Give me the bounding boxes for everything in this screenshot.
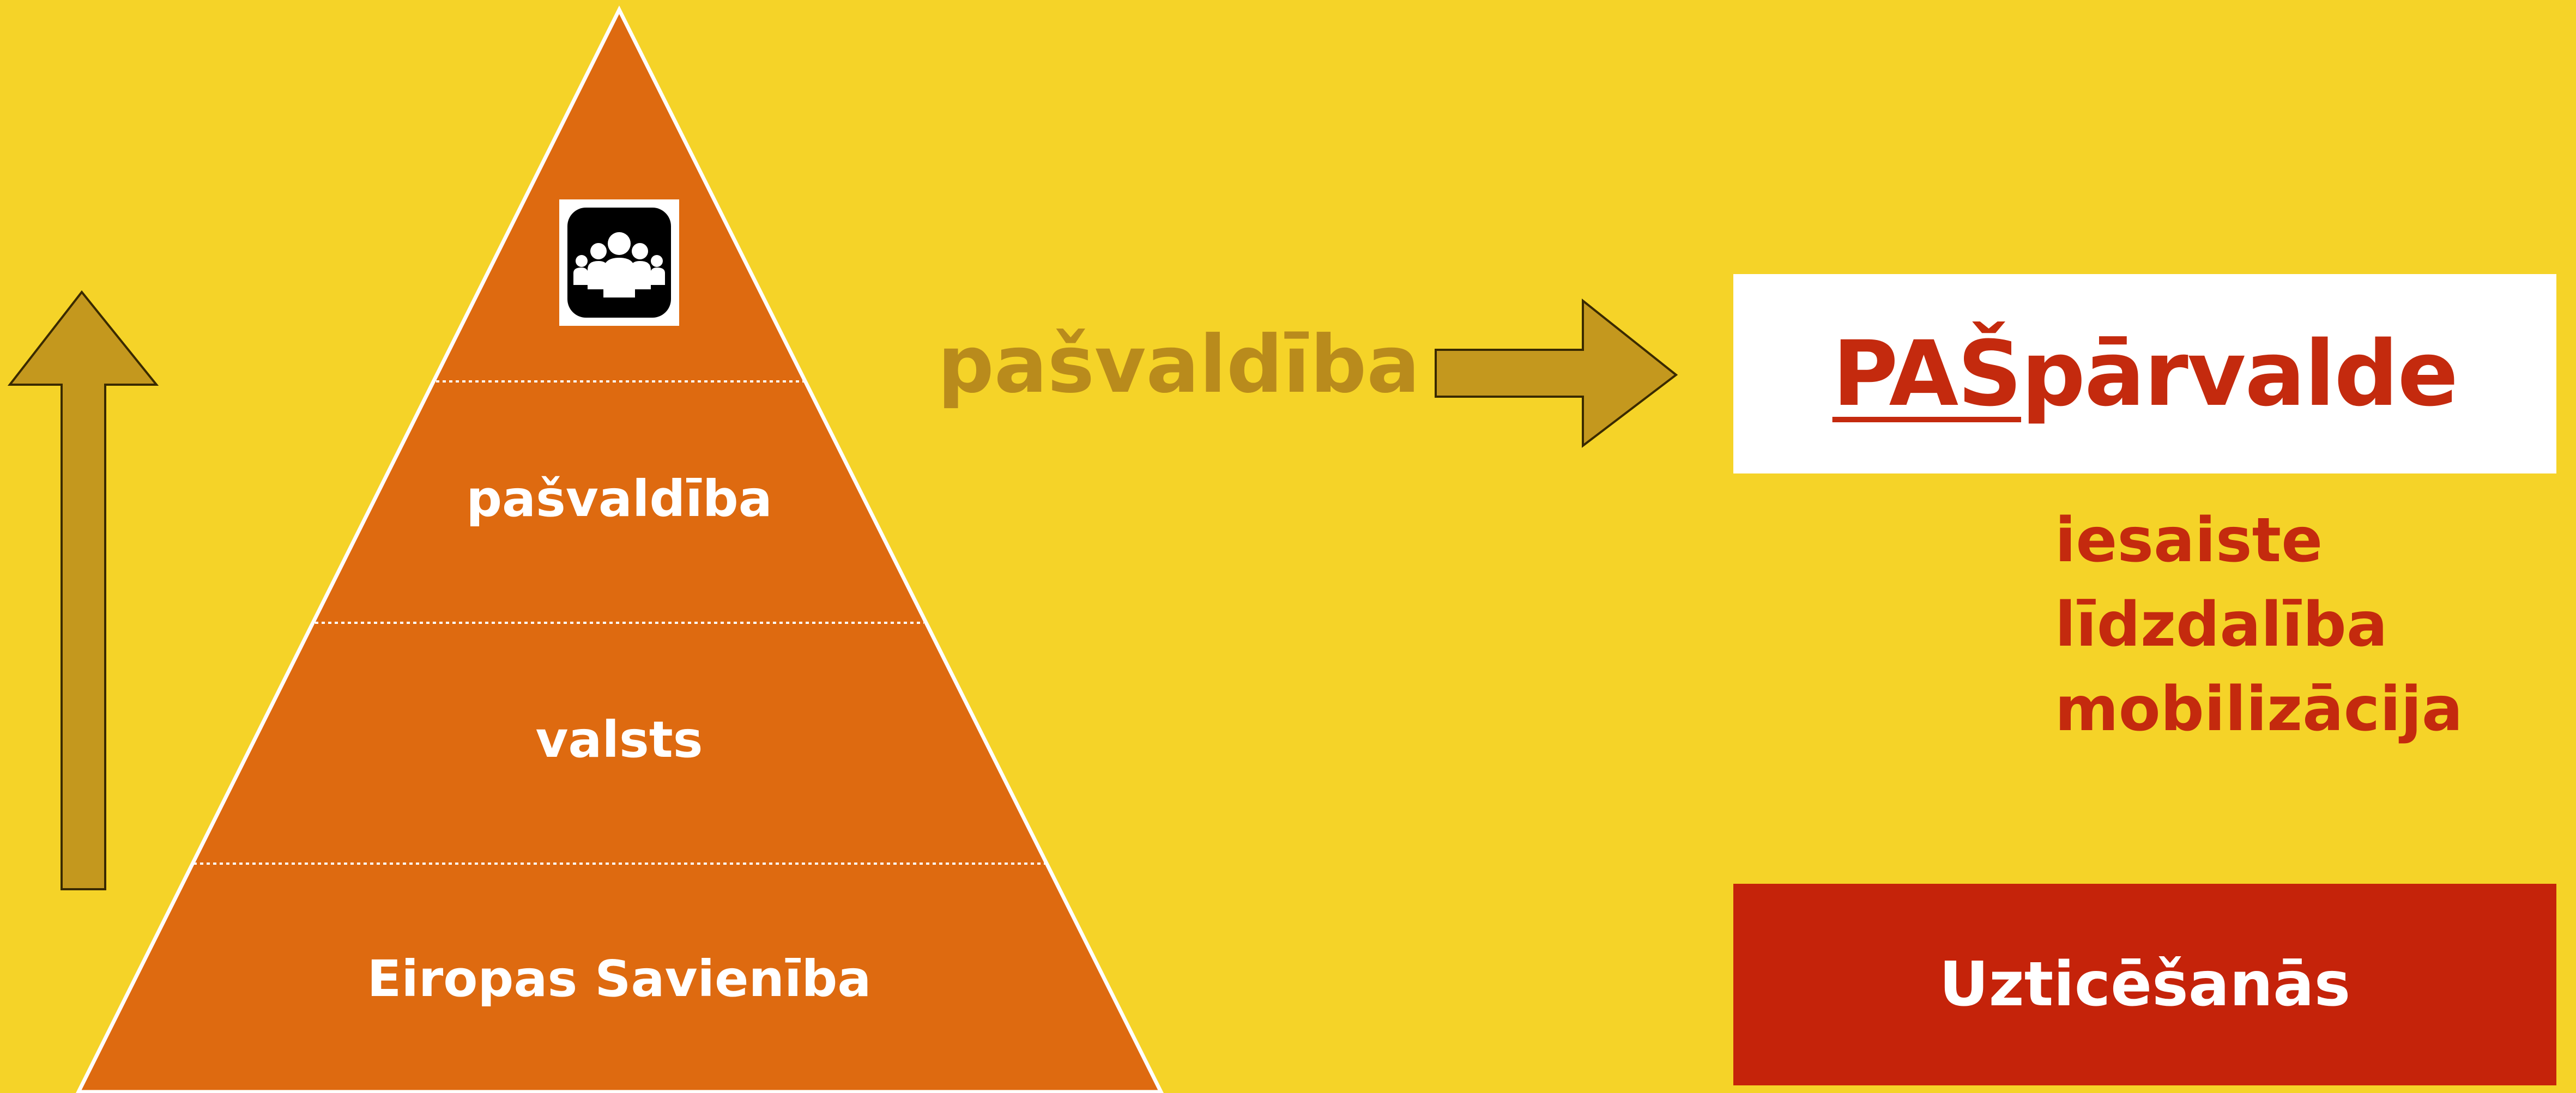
keyword-item: līdzdalība — [2055, 590, 2388, 660]
title-rest: pārvalde — [2021, 321, 2458, 426]
trust-box: Uzticēšanās — [1733, 884, 2556, 1085]
up-arrow — [7, 290, 159, 890]
pyramid-level-municipality: pašvaldība — [466, 470, 772, 528]
pyramid-level-eu: Eiropas Savienība — [367, 950, 872, 1008]
title-box: PAŠpārvalde — [1733, 274, 2556, 473]
pyramid-level-state: valsts — [535, 711, 703, 769]
middle-label: pašvaldība — [938, 319, 1420, 411]
keyword-item: iesaiste — [2055, 505, 2323, 576]
keyword-list: iesaiste līdzdalība mobilizācija — [2055, 499, 2463, 752]
people-silhouettes — [573, 232, 665, 297]
keyword-item: mobilizācija — [2055, 674, 2463, 745]
title-prefix: PAŠ — [1832, 321, 2022, 426]
people-group-icon — [559, 199, 679, 326]
right-arrow — [1435, 298, 1678, 448]
pyramid — [76, 5, 1164, 1093]
title-text: PAŠpārvalde — [1832, 321, 2459, 426]
trust-label: Uzticēšanās — [1939, 949, 2351, 1020]
